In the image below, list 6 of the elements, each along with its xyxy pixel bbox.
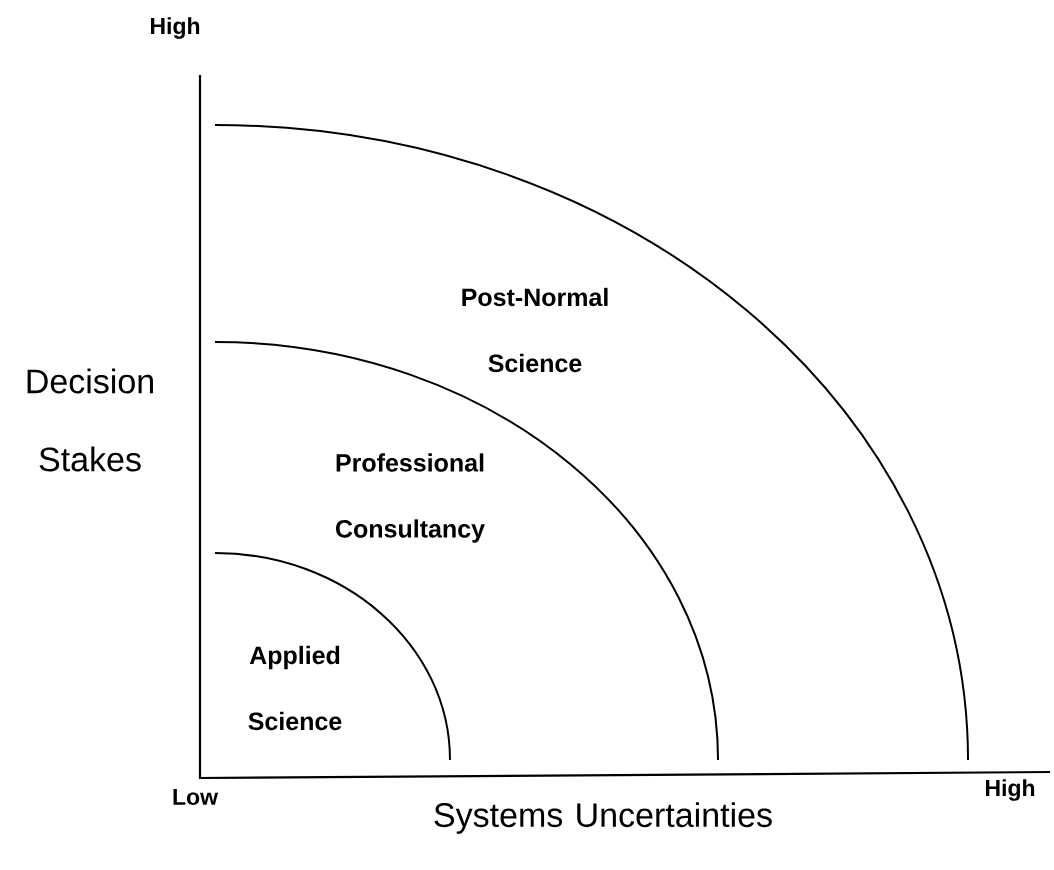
- axis-label: Decision Stakes: [27, 368, 153, 472]
- axis-label: Systems Uncertainties: [434, 802, 772, 834]
- region-arc: Applied Science: [214, 552, 451, 761]
- axis-end-label: Low: [173, 789, 219, 806]
- axis-end-label: High: [986, 779, 1035, 801]
- axis-end-label: High: [151, 17, 200, 39]
